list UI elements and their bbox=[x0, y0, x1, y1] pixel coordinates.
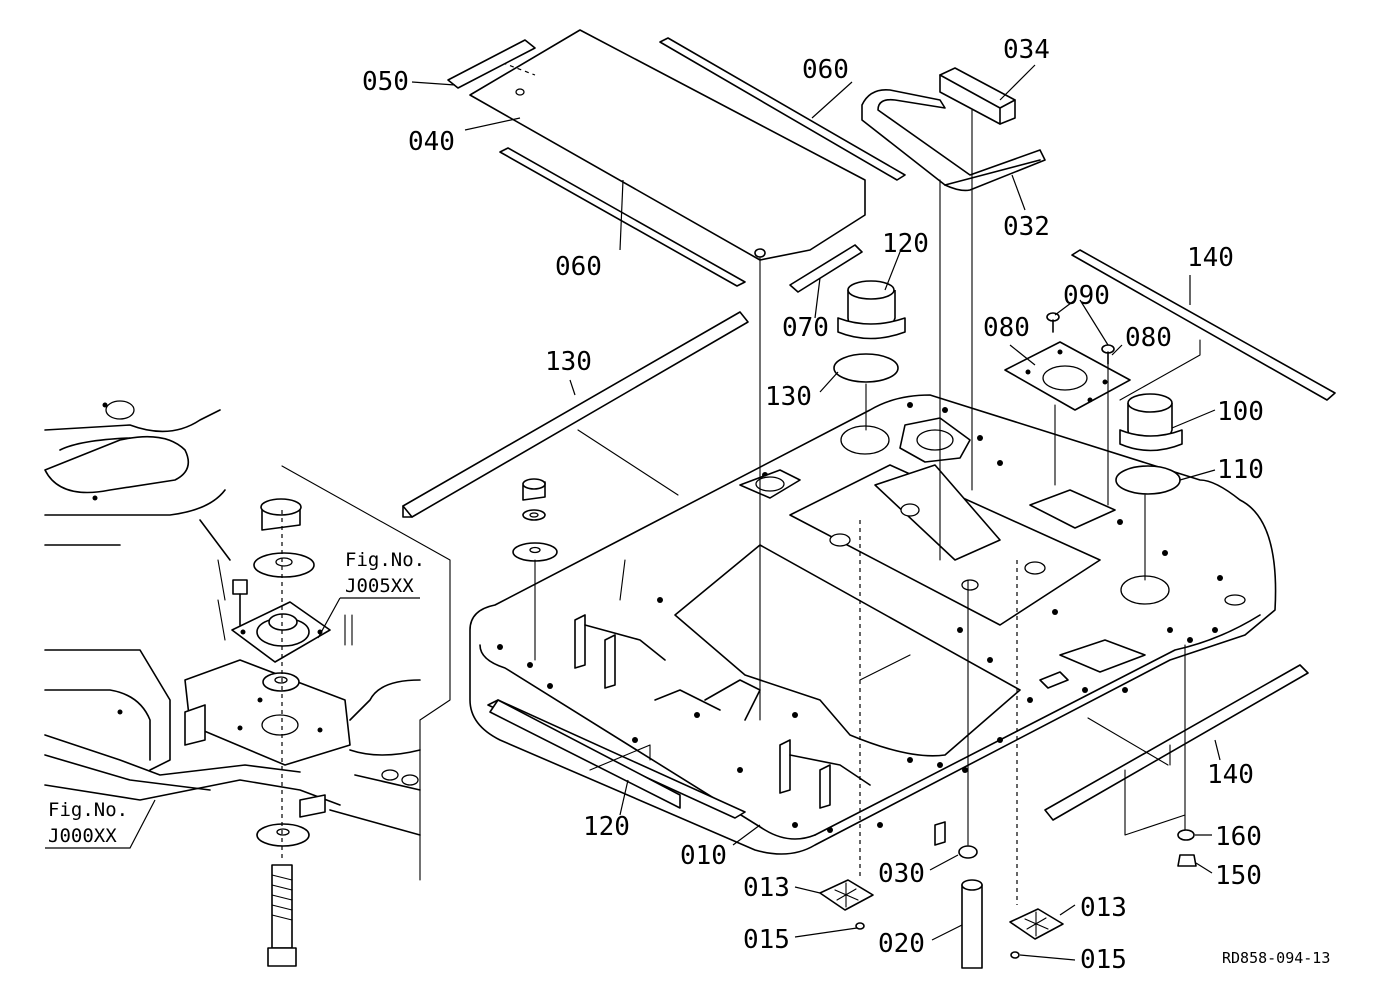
label-015-left: 015 bbox=[743, 925, 790, 955]
fig-ref-2-title: Fig.No. bbox=[48, 799, 128, 821]
pin-020 bbox=[961, 879, 983, 969]
label-034: 034 bbox=[1003, 35, 1050, 65]
fig-ref-2-code: J000XX bbox=[48, 825, 117, 847]
label-030: 030 bbox=[878, 859, 925, 889]
label-140-top: 140 bbox=[1187, 243, 1234, 273]
label-050: 050 bbox=[362, 67, 409, 97]
label-032: 032 bbox=[1003, 212, 1050, 242]
label-015-right: 015 bbox=[1080, 945, 1127, 975]
label-080-left: 080 bbox=[983, 313, 1030, 343]
strips-050-060 bbox=[447, 37, 906, 293]
label-120-bottom: 120 bbox=[583, 812, 630, 842]
fig-ref-1-code: J005XX bbox=[345, 575, 414, 597]
pad-013-right bbox=[1009, 908, 1064, 959]
label-100: 100 bbox=[1217, 397, 1264, 427]
label-010: 010 bbox=[680, 841, 727, 871]
ring-130 bbox=[833, 353, 899, 383]
label-130-ring: 130 bbox=[765, 382, 812, 412]
boot-120 bbox=[837, 280, 906, 340]
label-140-bottom: 140 bbox=[1207, 760, 1254, 790]
label-080-right: 080 bbox=[1125, 323, 1172, 353]
floor-plate-010 bbox=[469, 394, 1277, 855]
mount-detail-inset bbox=[44, 400, 451, 967]
clip-030 bbox=[958, 845, 978, 859]
label-060-top: 060 bbox=[802, 55, 849, 85]
nut-150 bbox=[1177, 854, 1197, 867]
label-150: 150 bbox=[1215, 861, 1262, 891]
label-160: 160 bbox=[1215, 822, 1262, 852]
ring-110 bbox=[1115, 465, 1181, 495]
fig-ref-1-title: Fig.No. bbox=[345, 549, 425, 571]
rails bbox=[402, 249, 1336, 821]
label-130-left: 130 bbox=[545, 347, 592, 377]
label-090: 090 bbox=[1063, 281, 1110, 311]
label-013-right: 013 bbox=[1080, 893, 1127, 923]
washer-160 bbox=[1177, 829, 1195, 841]
plate-080 bbox=[1004, 312, 1131, 411]
label-110: 110 bbox=[1217, 455, 1264, 485]
pad-013-left bbox=[819, 879, 874, 930]
figure-references: Fig.No. J005XX Fig.No. J000XX bbox=[48, 549, 425, 847]
leaders bbox=[411, 64, 1221, 961]
handle-032-034 bbox=[861, 67, 1046, 192]
part-labels: 050 040 060 060 034 032 120 070 130 130 … bbox=[362, 35, 1264, 975]
mount-nuts bbox=[512, 478, 558, 562]
center-lines bbox=[534, 109, 1201, 905]
label-013-left: 013 bbox=[743, 873, 790, 903]
label-120-top: 120 bbox=[882, 229, 929, 259]
label-060-bottom: 060 bbox=[555, 252, 602, 282]
label-020: 020 bbox=[878, 929, 925, 959]
label-040: 040 bbox=[408, 127, 455, 157]
boot-100 bbox=[1119, 393, 1183, 452]
label-070: 070 bbox=[782, 313, 829, 343]
drawing-code: RD858-094-13 bbox=[1222, 949, 1330, 967]
